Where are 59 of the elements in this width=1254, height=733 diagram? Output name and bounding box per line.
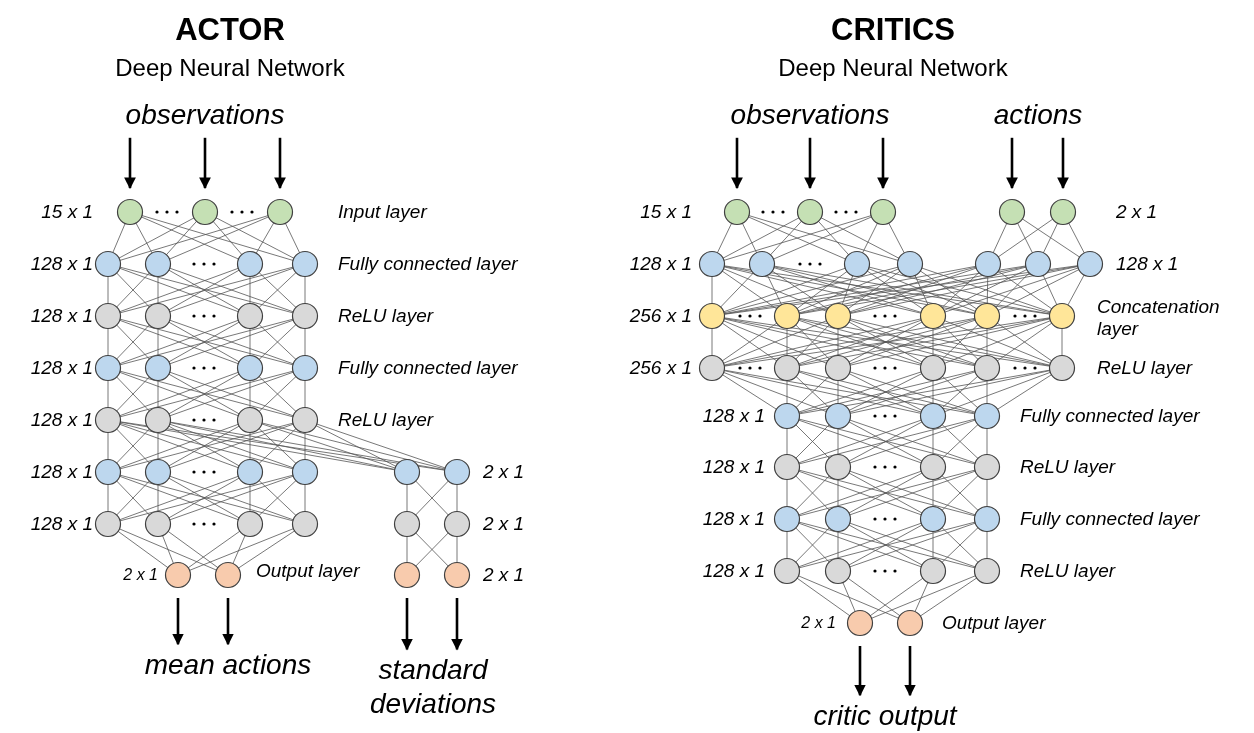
layer-label: 128 x 1 xyxy=(30,357,93,379)
layer-label: 128 x 1 xyxy=(30,461,93,483)
layer-label: ReLU layer xyxy=(338,305,434,327)
layer-label: Output layer xyxy=(942,612,1046,634)
layer-label: 128 x 1 xyxy=(702,560,765,582)
arrow xyxy=(1006,137,1018,190)
layer-label: 2 x 1 xyxy=(483,461,525,483)
text-label: mean actions xyxy=(144,648,312,682)
arrow xyxy=(1057,137,1069,190)
layer-label: Fully connected layer xyxy=(338,357,518,379)
layer-label: Output layer xyxy=(256,560,360,582)
layer-label: 128 x 1 xyxy=(629,253,692,275)
layer-label: ReLU layer xyxy=(1097,357,1193,379)
text-label: critic output xyxy=(813,699,957,733)
layer-label: 256 x 1 xyxy=(629,357,692,379)
layer-label: 128 x 1 xyxy=(702,508,765,530)
layer-label: 128 x 1 xyxy=(702,456,765,478)
layer-label: 2 x 1 xyxy=(801,613,836,633)
layer-label: 128 x 1 xyxy=(30,253,93,275)
layer-label: 128 x 1 xyxy=(30,409,93,431)
layer-label: ReLU layer xyxy=(1020,456,1116,478)
layer-label: 2 x 1 xyxy=(483,513,525,535)
arrow xyxy=(854,646,866,697)
layer-label: 2 x 1 xyxy=(123,565,158,585)
layer-label: 256 x 1 xyxy=(629,305,692,327)
heading: ACTOR xyxy=(175,12,285,48)
text-label: actions xyxy=(993,98,1083,132)
arrow xyxy=(401,598,413,651)
layer-label: 2 x 1 xyxy=(1116,201,1158,223)
arrow xyxy=(451,598,463,651)
arrow xyxy=(124,137,136,190)
layer-label: Fully connected layer xyxy=(338,253,518,275)
arrow xyxy=(199,137,211,190)
arrow xyxy=(904,646,916,697)
arrow xyxy=(804,137,816,190)
layer-label: ReLU layer xyxy=(338,409,434,431)
heading: CRITICS xyxy=(831,12,955,48)
arrow xyxy=(877,137,889,190)
layer-label: Input layer xyxy=(338,201,427,223)
layer-label: 128 x 1 xyxy=(1116,253,1179,275)
arrow xyxy=(222,598,234,646)
layer-label: ReLU layer xyxy=(1020,560,1116,582)
layer-label: Fully connected layer xyxy=(1020,405,1200,427)
layer-label: Concatenation layer xyxy=(1097,296,1221,340)
text-label: observations xyxy=(730,98,890,132)
layer-label: 2 x 1 xyxy=(483,564,525,586)
layer-label: 15 x 1 xyxy=(41,201,93,223)
layer-label: 128 x 1 xyxy=(702,405,765,427)
arrow xyxy=(731,137,743,190)
subheading: Deep Neural Network xyxy=(115,54,345,82)
text-label: observations xyxy=(125,98,285,132)
text-label: standard deviations xyxy=(353,653,513,721)
arrow xyxy=(274,137,286,190)
layer-label: 128 x 1 xyxy=(30,305,93,327)
subheading: Deep Neural Network xyxy=(778,54,1008,82)
arrow xyxy=(172,598,184,646)
layer-label: Fully connected layer xyxy=(1020,508,1200,530)
layer-label: 15 x 1 xyxy=(640,201,692,223)
layer-label: 128 x 1 xyxy=(30,513,93,535)
